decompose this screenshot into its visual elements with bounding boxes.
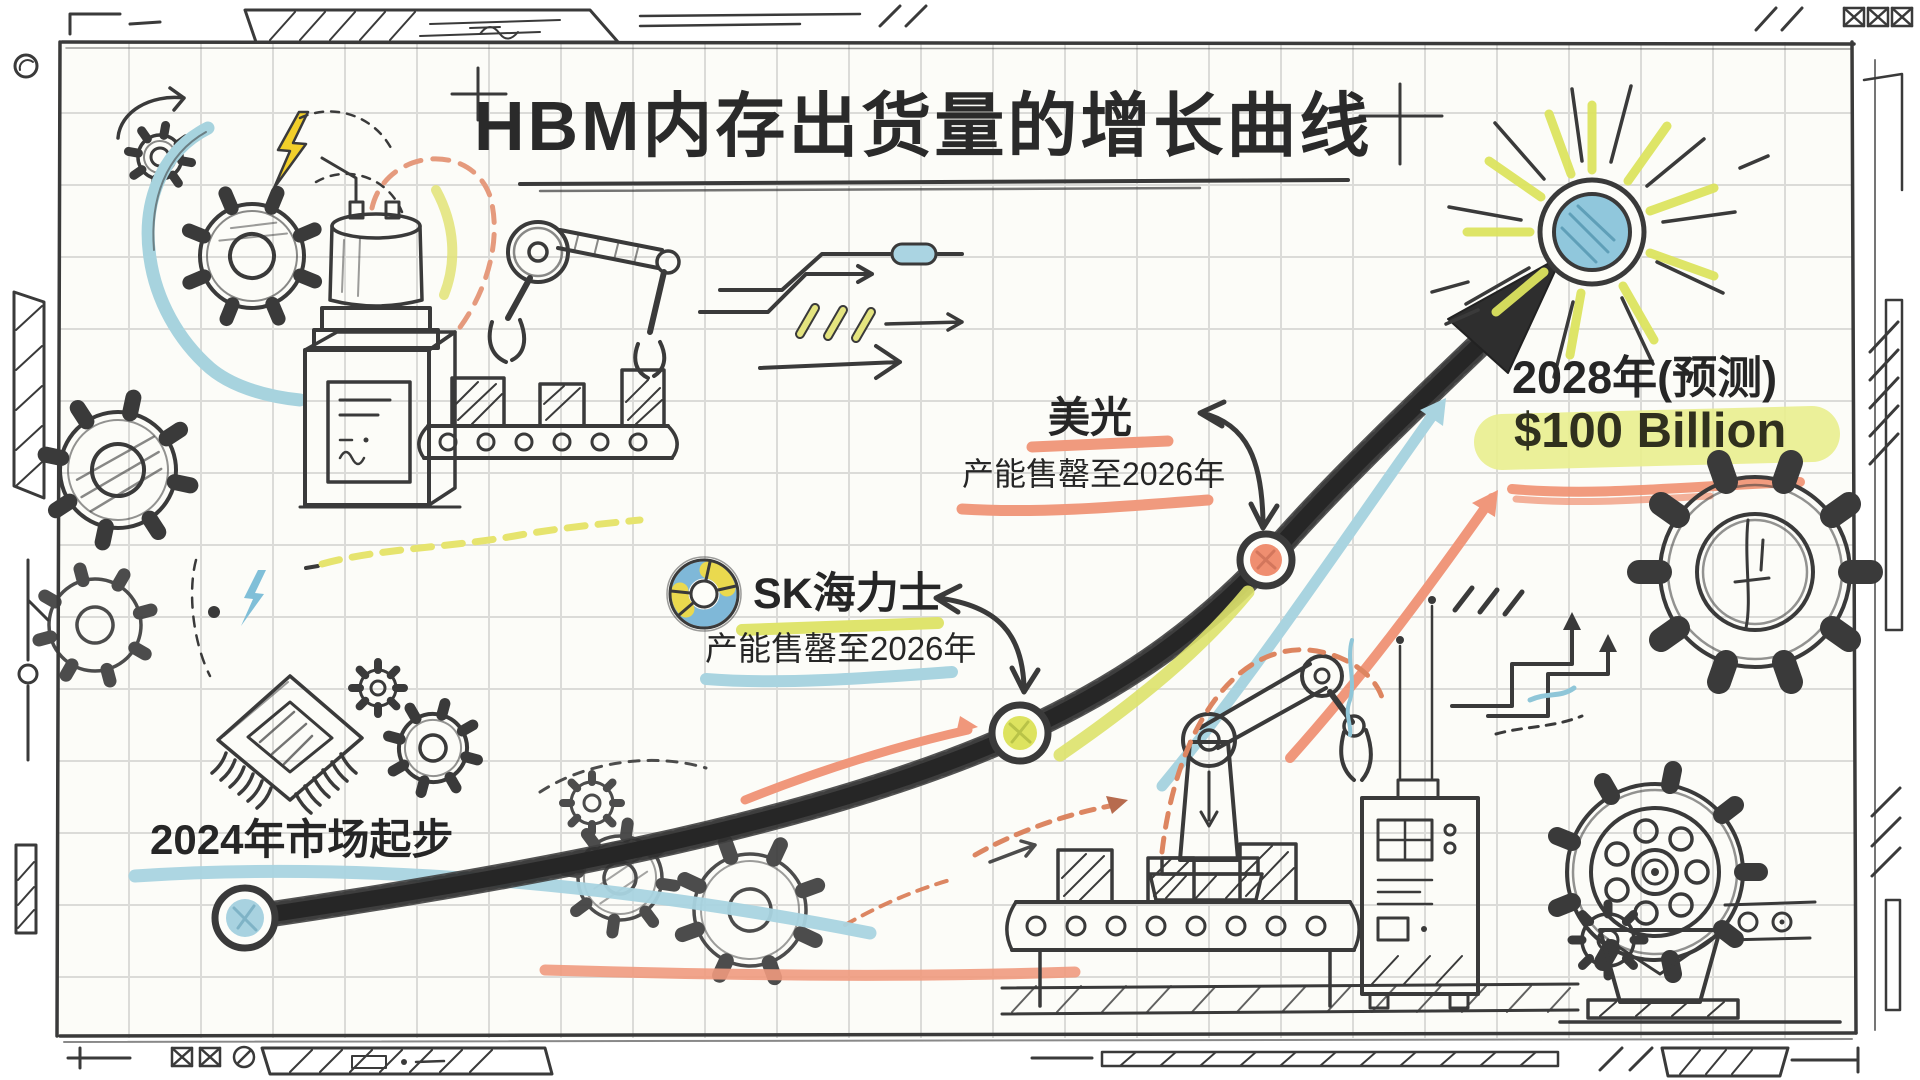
frame-bottom-boxes-icon bbox=[170, 1045, 256, 1069]
milestone-dot-2024 bbox=[211, 884, 279, 952]
milestone-dot-sk bbox=[988, 701, 1052, 765]
yellow-slashes-icon bbox=[795, 303, 876, 343]
callout-arrows bbox=[933, 399, 1280, 695]
forecast-year-label: 2028年(预测) bbox=[1512, 352, 1778, 403]
gear-icon bbox=[32, 562, 158, 688]
lightning-icon bbox=[272, 110, 310, 190]
milestone-2024-label: 2024年市场起步 bbox=[150, 816, 454, 863]
conveyor-icon bbox=[1005, 900, 1361, 1008]
forecast-value: $100 Billion bbox=[1514, 404, 1787, 458]
gear-icon bbox=[348, 658, 408, 718]
chip-icon bbox=[210, 674, 364, 815]
arrowhead-icon bbox=[1248, 501, 1280, 531]
crosshair-icon bbox=[450, 66, 508, 122]
milestone-micron-note: 产能售罄至2026年 bbox=[962, 456, 1226, 492]
robot-arm-icon bbox=[487, 220, 681, 380]
milestone-sk-name: SK海力士 bbox=[753, 570, 942, 618]
pipe-icon bbox=[141, 121, 307, 407]
milestone-sk-note: 产能售罄至2026年 bbox=[705, 630, 977, 667]
starburst-icon bbox=[1430, 84, 1770, 379]
gear-icon bbox=[383, 698, 483, 798]
control-cabinet bbox=[1360, 596, 1480, 1010]
conveyor-icon bbox=[298, 368, 679, 509]
left-machinery bbox=[116, 86, 681, 509]
curved-arrow-icon bbox=[116, 86, 186, 140]
circuit-doodles bbox=[698, 242, 964, 380]
gear-icon bbox=[559, 770, 625, 836]
bottom-factory bbox=[1000, 596, 1580, 1016]
robot-arm-icon bbox=[1148, 654, 1373, 902]
frame-corner-boxes-icon bbox=[1842, 6, 1914, 28]
arrowhead-icon bbox=[1009, 665, 1041, 695]
salmon-arrow-icon bbox=[740, 725, 973, 805]
gear-icon bbox=[37, 389, 199, 551]
right-machinery bbox=[1548, 450, 1883, 1024]
lightning-icon bbox=[241, 570, 266, 626]
tank-machine bbox=[303, 156, 457, 507]
dashed-wire-icon bbox=[369, 156, 497, 333]
right-circuit-arrows bbox=[1450, 585, 1617, 736]
milestone-dot-micron bbox=[1236, 530, 1296, 590]
gear-icon bbox=[1627, 450, 1883, 694]
salmon-arrow-icon bbox=[1285, 493, 1497, 763]
salmon-swoosh bbox=[539, 964, 1081, 981]
title-decor bbox=[450, 66, 1444, 193]
underlines-highlights bbox=[700, 406, 1840, 688]
gear-icon bbox=[181, 185, 323, 327]
sketch-frame bbox=[12, 4, 1914, 1078]
bearing-wheel-icon bbox=[1548, 761, 1768, 983]
donut-chart-icon bbox=[666, 556, 742, 632]
crosshair-icon bbox=[1358, 82, 1444, 166]
marker-highlight bbox=[1474, 406, 1840, 470]
highlight-swoosh bbox=[1053, 585, 1255, 762]
chip-cluster bbox=[32, 389, 644, 815]
capacitor-icon bbox=[890, 242, 938, 266]
page-title: HBM内存出货量的增长曲线 bbox=[474, 87, 1373, 165]
milestone-micron-name: 美光 bbox=[1048, 394, 1133, 441]
